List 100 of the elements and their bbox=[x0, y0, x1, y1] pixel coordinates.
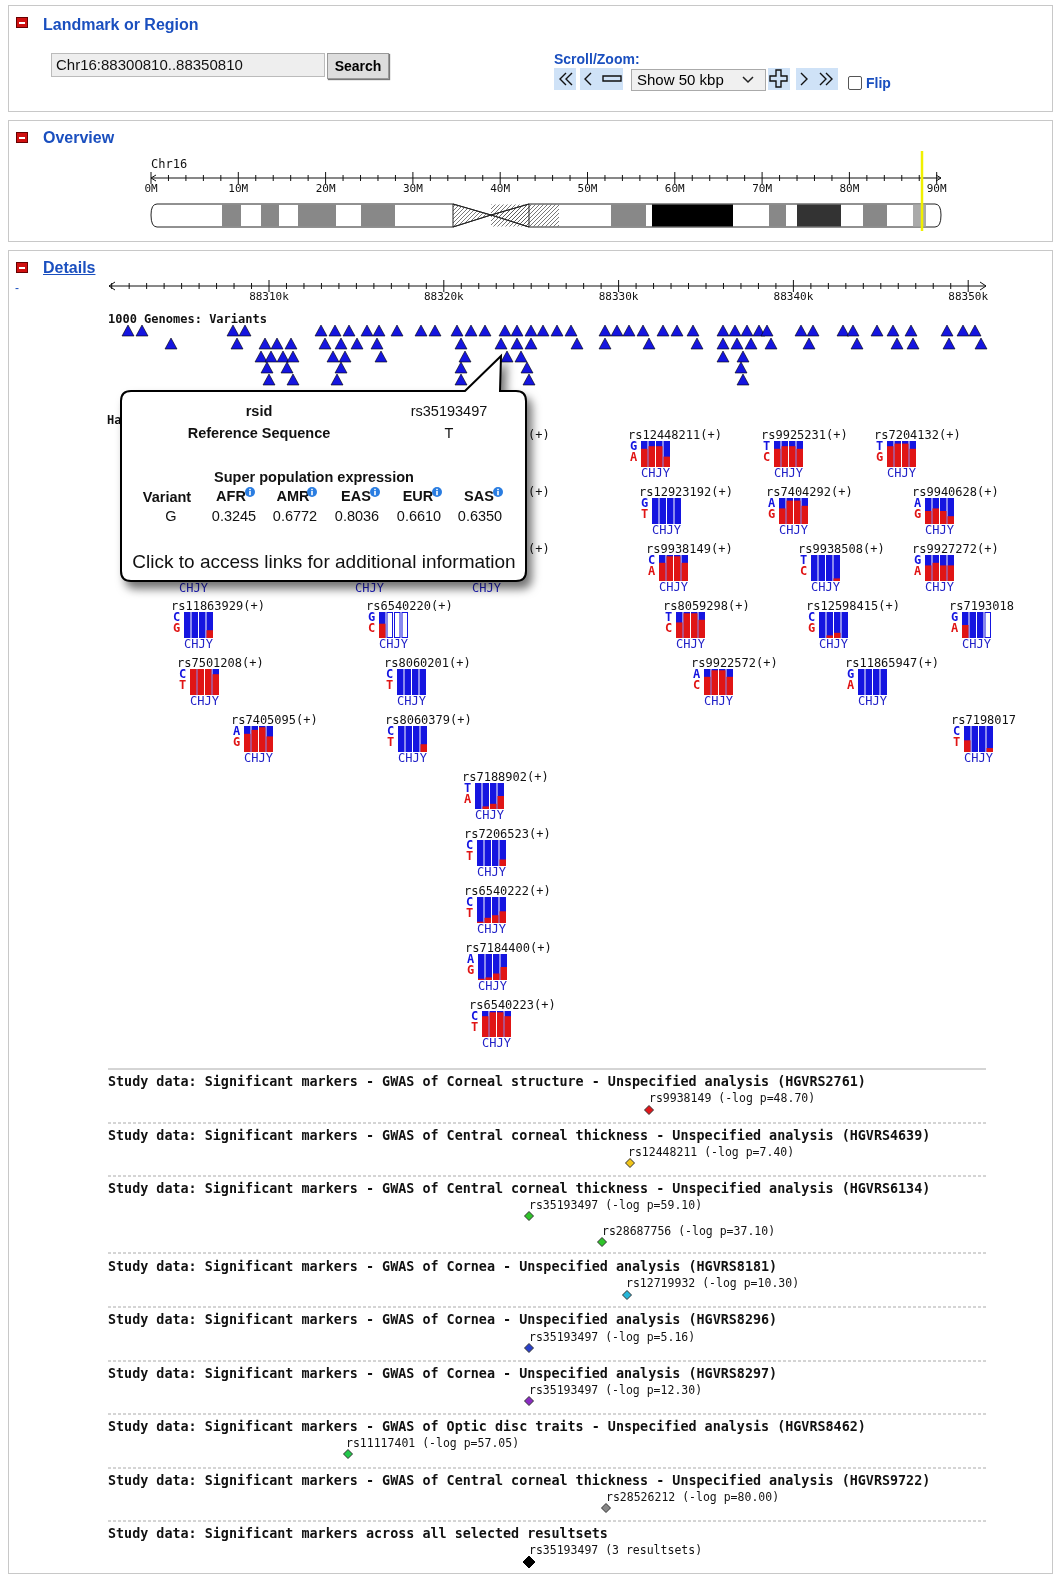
allele-letter: A bbox=[467, 954, 475, 965]
allele-letter: A bbox=[914, 566, 922, 577]
population-label: CHJY bbox=[887, 468, 916, 479]
column-header: AFR bbox=[216, 488, 246, 504]
population-label: CHJY bbox=[811, 582, 840, 593]
marker-label: rs28526212 (-log p=80.00) bbox=[606, 1490, 780, 1504]
section-heading: Landmark or Region bbox=[43, 16, 199, 34]
variant-id: rs7404292(+) bbox=[766, 485, 853, 499]
variant-id: rs9927272(+) bbox=[912, 542, 999, 556]
allele-letter: G bbox=[914, 555, 922, 566]
allele-letter: A bbox=[233, 726, 241, 737]
study-track-title: Study data: Significant markers - GWAS of Corneal structure - Unspecified analysis (HGVRS2761) bbox=[108, 1074, 866, 1089]
allele-letter: G bbox=[876, 452, 884, 463]
population-label: CHJY bbox=[478, 981, 507, 992]
population-label: CHJY bbox=[398, 753, 427, 764]
study-track-title: Study data: Significant markers - GWAS of Central corneal thickness - Unspecified analysis (HGVRS4639) bbox=[108, 1128, 931, 1143]
allele-letter: G bbox=[368, 612, 376, 623]
tick-label: 40M bbox=[490, 182, 511, 195]
allele-letter: T bbox=[876, 441, 884, 452]
variant-id: rs7204132(+) bbox=[874, 428, 961, 442]
study-track-title: Study data: Significant markers across all selected resultsets bbox=[108, 1526, 608, 1541]
allele-letter: T bbox=[800, 555, 808, 566]
zoom-heading: Scroll/Zoom: bbox=[554, 51, 640, 67]
allele-letter: C bbox=[173, 612, 181, 623]
tick-label: 90M bbox=[926, 182, 947, 195]
population-label: CHJY bbox=[819, 639, 848, 650]
variant-id: rs8060201(+) bbox=[384, 656, 471, 670]
allele-letter: C bbox=[808, 612, 816, 623]
allele-letter: G bbox=[630, 441, 638, 452]
section-heading: Overview bbox=[43, 129, 115, 147]
variant-id: rs9940628(+) bbox=[912, 485, 999, 499]
variant-id: rs7405095(+) bbox=[231, 713, 318, 727]
allele-letter: T bbox=[464, 783, 472, 794]
allele-letter: C bbox=[471, 1011, 479, 1022]
allele-letter: G bbox=[768, 509, 776, 520]
variant-id: rs8060379(+) bbox=[385, 713, 472, 727]
population-label: CHJY bbox=[676, 639, 705, 650]
allele-letter: T bbox=[179, 680, 187, 691]
popup-text: T bbox=[444, 425, 454, 441]
section-heading-link: Details bbox=[43, 259, 96, 277]
population-label: CHJY bbox=[704, 696, 733, 707]
marker-label: rs35193497 (-log p=12.30) bbox=[529, 1383, 703, 1397]
popup-text: rsid bbox=[245, 403, 273, 419]
popup-text: 0.8036 bbox=[334, 508, 380, 524]
allele-letter: A bbox=[630, 452, 638, 463]
allele-letter: G bbox=[914, 509, 922, 520]
tick-label: 88340k bbox=[773, 290, 814, 303]
allele-letter: A bbox=[847, 680, 855, 691]
population-label: CHJY bbox=[925, 582, 954, 593]
population-label: CHJY bbox=[184, 639, 213, 650]
study-track-title: Study data: Significant markers - GWAS of Cornea - Unspecified analysis (HGVRS8296) bbox=[108, 1312, 778, 1327]
allele-letter: C bbox=[368, 623, 376, 634]
variant-id: rs7206523(+) bbox=[464, 827, 551, 841]
variant-id: rs12598415(+) bbox=[806, 599, 900, 613]
marker-label: rs9938149 (-log p=48.70) bbox=[649, 1091, 816, 1105]
allele-letter: G bbox=[951, 612, 959, 623]
allele-letter: A bbox=[768, 498, 776, 509]
popup-text: 0.6772 bbox=[272, 508, 318, 524]
tick-label: 70M bbox=[752, 182, 773, 195]
marker-label: rs35193497 (-log p=59.10) bbox=[529, 1198, 703, 1212]
tick-label: 20M bbox=[315, 182, 336, 195]
variant-id: rs11863929(+) bbox=[171, 599, 265, 613]
tick-label: 30M bbox=[402, 182, 423, 195]
population-label: CHJY bbox=[397, 696, 426, 707]
search-button: Search bbox=[327, 53, 389, 79]
variant-id: rs12448211(+) bbox=[628, 428, 722, 442]
variant-id: rs7501208(+) bbox=[177, 656, 264, 670]
population-label: CHJY bbox=[964, 753, 993, 764]
variant-id: rs11865947(+) bbox=[845, 656, 939, 670]
tick-label: 88350k bbox=[948, 290, 989, 303]
dash-mark: - bbox=[15, 281, 19, 295]
allele-letter: A bbox=[951, 623, 959, 634]
allele-letter: C bbox=[648, 555, 656, 566]
panel bbox=[8, 250, 1053, 1574]
allele-letter: G bbox=[847, 669, 855, 680]
variant-id: rs12923192(+) bbox=[639, 485, 733, 499]
column-header: EUR bbox=[402, 488, 434, 504]
allele-letter: C bbox=[466, 897, 474, 908]
panel bbox=[8, 120, 1053, 242]
tick-label: 88310k bbox=[249, 290, 289, 303]
allele-letter: T bbox=[953, 737, 961, 748]
study-track-title: Study data: Significant markers - GWAS of Cornea - Unspecified analysis (HGVRS8181) bbox=[108, 1259, 778, 1274]
tick-label: 60M bbox=[664, 182, 685, 195]
population-label: CHJY bbox=[652, 525, 681, 536]
allele-letter: A bbox=[914, 498, 922, 509]
search-input-field: Chr16:88300810..88350810 bbox=[51, 53, 325, 77]
popup-text: rs35193497 bbox=[410, 403, 488, 419]
population-label: CHJY bbox=[659, 582, 688, 593]
chromosome-name: Chr16 bbox=[151, 157, 188, 171]
allele-letter: C bbox=[693, 680, 701, 691]
variant-id: rs6540222(+) bbox=[464, 884, 551, 898]
popup-text: Variant bbox=[142, 489, 192, 505]
allele-letter: A bbox=[648, 566, 656, 577]
allele-letter: C bbox=[466, 840, 474, 851]
allele-letter: T bbox=[387, 737, 395, 748]
variant-id: rs8059298(+) bbox=[663, 599, 750, 613]
variant-id: rs6540220(+) bbox=[366, 599, 453, 613]
allele-letter: C bbox=[763, 452, 771, 463]
population-label: CHJY bbox=[244, 753, 273, 764]
marker-label: rs12719932 (-log p=10.30) bbox=[626, 1276, 800, 1290]
